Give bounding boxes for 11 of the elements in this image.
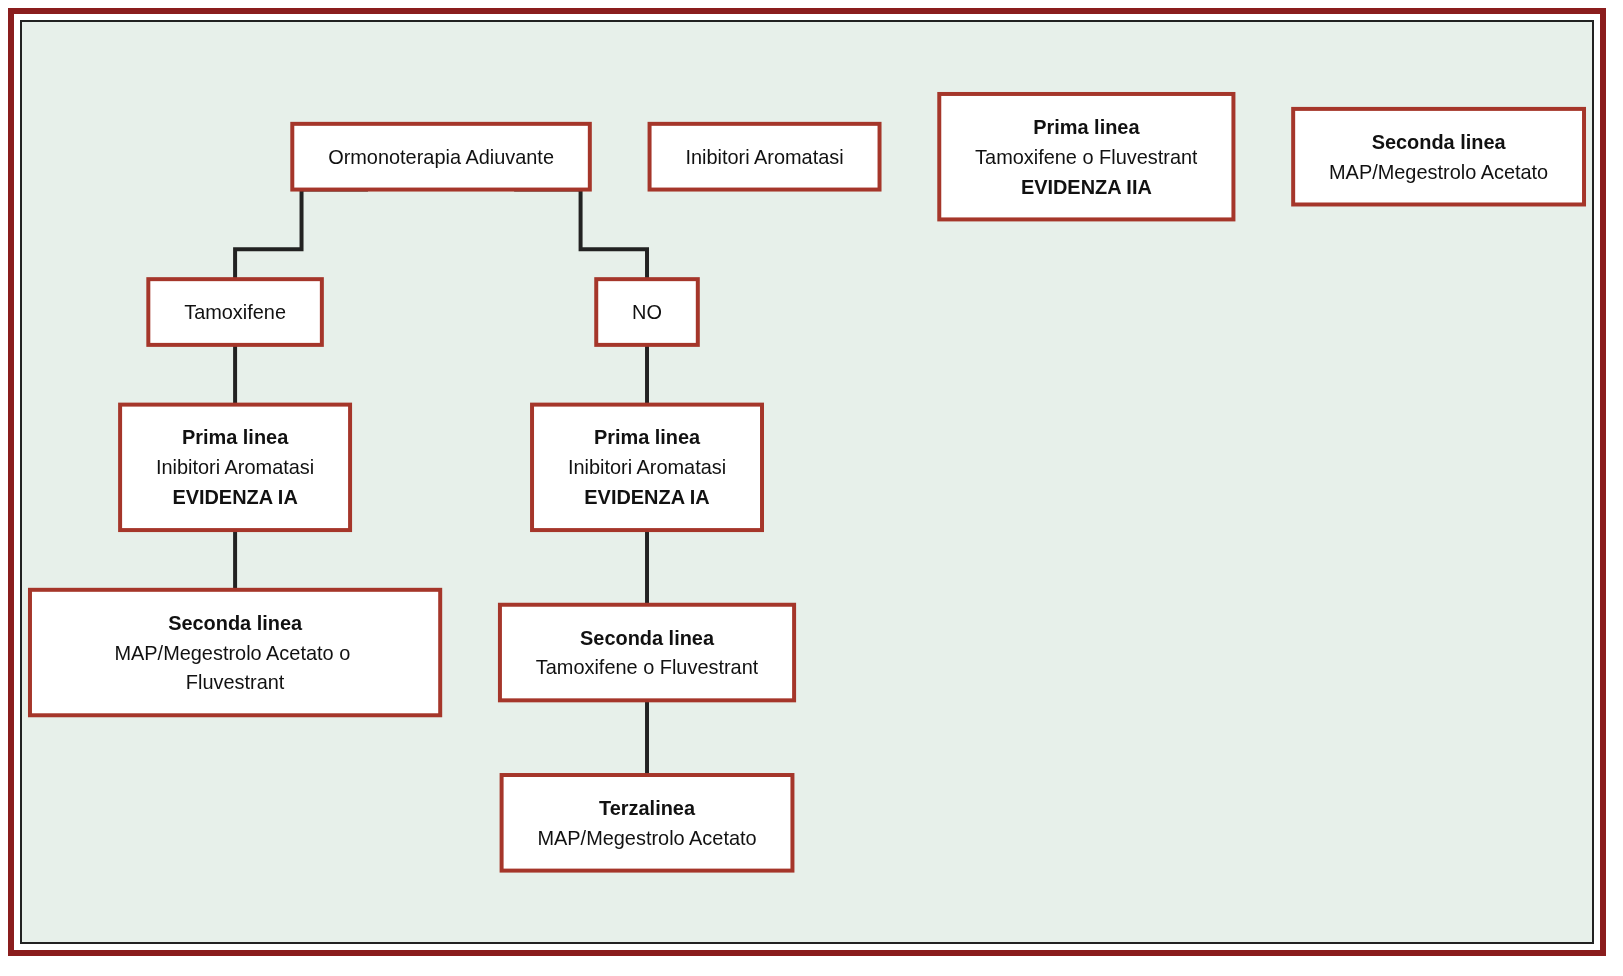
node-box: Seconda linea Tamoxifene o Fluvestrant [497,602,797,703]
node-box: Seconda linea MAP/Megestrolo Acetato [1291,106,1586,207]
node-box: Tamoxifene [146,276,324,347]
node-box: Terzalinea MAP/Megestrolo Acetato [499,772,795,873]
node-box: Prima linea Inibitori Aromatasi EVIDENZA IA [530,402,764,532]
node-box: Prima linea Inibitori Aromatasi EVIDENZA IA [118,402,353,532]
node-box: Seconda linea MAP/Megestrolo Acetato o Fluvestrant [28,587,443,717]
node-box: Ormonoterapia Adiuvante [290,121,592,192]
node-box: Prima linea Tamoxifene o Fluvestrant EVIDENZA IIA [937,91,1236,222]
node-box: NO [594,276,700,347]
node-box: Inibitori Aromatasi [647,121,882,192]
